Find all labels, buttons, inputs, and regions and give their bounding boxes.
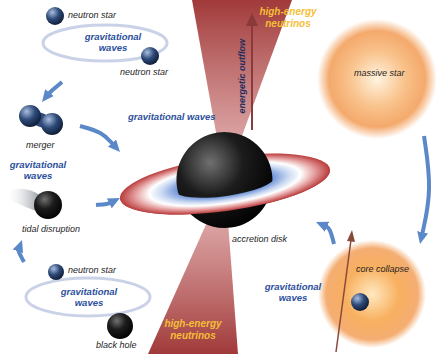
black-hole-sphere (34, 191, 62, 219)
stage-label: tidal disruption (22, 224, 80, 234)
neutron-star-sphere (351, 293, 369, 311)
stage-region: core collapse (326, 244, 426, 344)
collapsing-star-glow (318, 240, 426, 348)
black-hole-sphere (107, 313, 133, 339)
stage-region: neutron star gravitational waves black hol… (6, 262, 146, 352)
flow-arrow (48, 82, 62, 94)
stage-region: merger (6, 102, 80, 154)
merging-star (41, 113, 63, 135)
flow-arrow (18, 249, 24, 262)
outflow-arrowhead (246, 13, 258, 26)
neutrino-label: high-energy neutrinos (258, 6, 318, 29)
merging-star (19, 105, 41, 127)
neutrino-label: high-energy neutrinos (160, 318, 226, 341)
wave-label: gravitational waves (80, 32, 146, 54)
orbit (26, 278, 150, 316)
accretion-disk-figure (113, 118, 336, 243)
stage-label: neutron star (120, 67, 168, 77)
stage-label: massive star (354, 68, 405, 78)
stage-region: accretion disk (120, 132, 316, 256)
stage-region: neutron star gravitational waves neutron s… (38, 4, 173, 82)
neutron-star-sphere (141, 47, 159, 65)
black-hole-sphere (170, 126, 278, 234)
flow-arrow (80, 126, 113, 145)
disk-front (116, 167, 333, 226)
flow-arrow (422, 136, 429, 234)
flow-arrow (96, 202, 111, 205)
stage-label: neutron star (68, 10, 116, 20)
jet-arrowhead (347, 230, 355, 242)
wave-label: gravitational waves (128, 112, 216, 123)
jet-line (336, 240, 351, 352)
massive-star-glow (317, 19, 437, 139)
outflow-arrow (251, 24, 253, 130)
stage-label: merger (26, 140, 55, 150)
neutron-star-sphere (48, 264, 64, 280)
stage-label: accretion disk (232, 234, 287, 244)
flow-arrow (325, 226, 334, 244)
wave-label: gravitational waves (4, 160, 72, 182)
stage-label: neutron star (68, 265, 116, 275)
neutron-star-sphere (46, 7, 64, 25)
stage-label: core collapse (356, 264, 409, 274)
stage-region: massive star (320, 22, 436, 136)
stage-region: gravitational waves tidal disruption (2, 158, 96, 240)
outflow-label: energetic outflow (237, 39, 247, 114)
wave-label: gravitational waves (55, 287, 123, 309)
wave-label: gravitational waves (262, 282, 324, 304)
stage-label: black hole (96, 340, 137, 350)
